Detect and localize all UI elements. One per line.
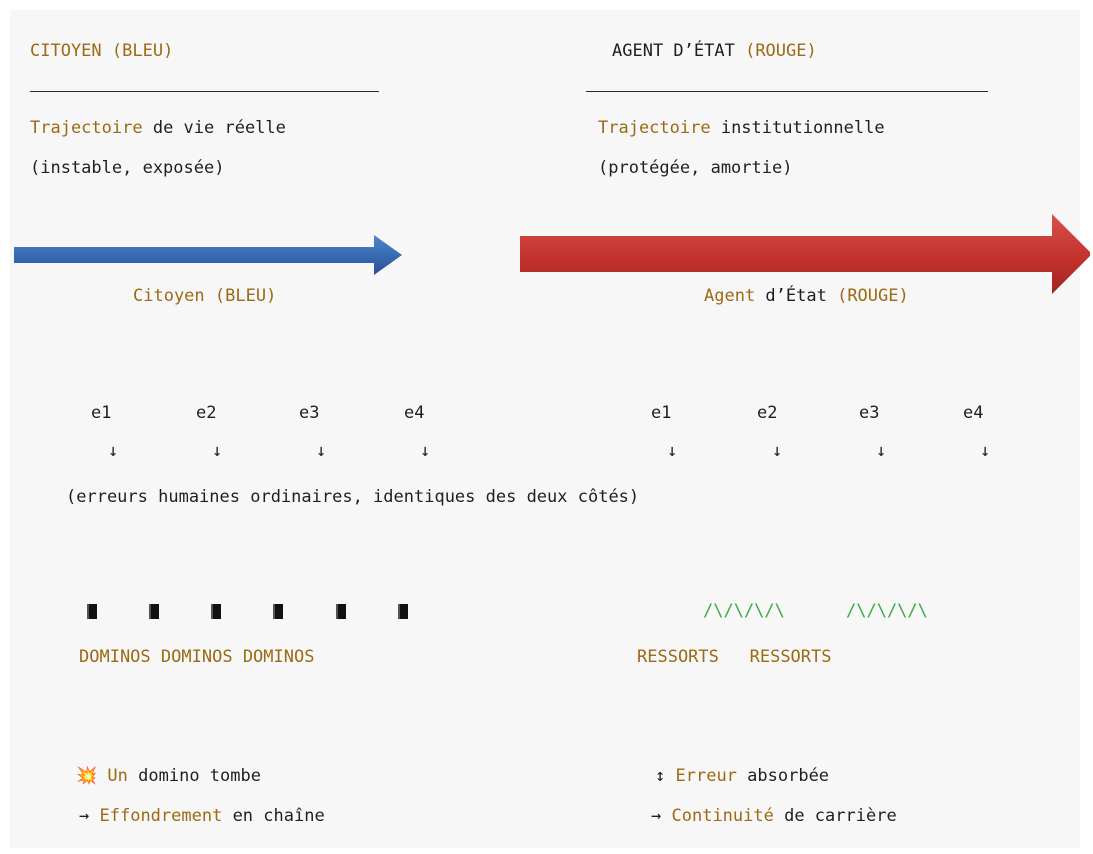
right-error-2: e2 xyxy=(757,403,778,423)
right-error-arrow-3: ↓ xyxy=(876,441,887,461)
domino-6 xyxy=(398,604,408,619)
explosion-icon: 💥 xyxy=(76,766,98,786)
right-error-1: e1 xyxy=(651,403,672,423)
left-header-rule xyxy=(30,91,379,92)
right-error-arrow-2: ↓ xyxy=(772,441,783,461)
middle-note: (erreurs humaines ordinaires, identiques… xyxy=(66,487,640,507)
left-error-arrow-1: ↓ xyxy=(108,441,119,461)
left-error-1: e1 xyxy=(91,403,112,423)
spring-2: /\/\/\/\ xyxy=(846,601,928,621)
right-arrow-icon: → xyxy=(79,806,90,826)
right-header-rule xyxy=(586,91,988,92)
left-header: CITOYEN (BLEU) xyxy=(30,41,174,61)
domino-5 xyxy=(336,604,346,619)
domino-3 xyxy=(211,604,221,619)
domino-1 xyxy=(87,604,97,619)
ressorts-labels: RESSORTS RESSORTS xyxy=(637,647,832,667)
up-down-arrow-icon: ↕ xyxy=(655,766,666,786)
spring-1: /\/\/\/\ xyxy=(703,601,785,621)
right-trajectory: Trajectoire institutionnelle xyxy=(598,118,885,138)
right-trajectory-desc: (protégée, amortie) xyxy=(598,158,793,178)
domino-2 xyxy=(149,604,159,619)
right-error-3: e3 xyxy=(859,403,880,423)
right-error-arrow-1: ↓ xyxy=(667,441,678,461)
left-trajectory: Trajectoire de vie réelle xyxy=(30,118,286,138)
left-error-3: e3 xyxy=(299,403,320,423)
right-outcome-2: → Continuité de carrière xyxy=(651,806,897,826)
blue-arrow xyxy=(14,235,402,275)
diagram-panel xyxy=(10,10,1080,848)
left-trajectory-desc: (instable, exposée) xyxy=(30,158,225,178)
left-error-arrow-3: ↓ xyxy=(316,441,327,461)
right-header: AGENT D’ÉTAT (ROUGE) xyxy=(612,41,817,61)
left-error-arrow-4: ↓ xyxy=(420,441,431,461)
red-arrow xyxy=(520,214,1090,294)
right-outcome-1: ↕ Erreur absorbée xyxy=(655,766,830,786)
right-arrow-icon: → xyxy=(651,806,662,826)
left-outcome-2: → Effondrement en chaîne xyxy=(79,806,325,826)
left-error-2: e2 xyxy=(196,403,217,423)
right-error-4: e4 xyxy=(963,403,984,423)
left-error-arrow-2: ↓ xyxy=(212,441,223,461)
left-error-4: e4 xyxy=(404,403,425,423)
left-outcome-1: 💥 Un domino tombe xyxy=(76,766,261,786)
blue-arrow-label: Citoyen (BLEU) xyxy=(133,286,277,306)
domino-4 xyxy=(273,604,283,619)
dominos-labels: DOMINOS DOMINOS DOMINOS xyxy=(79,647,315,667)
red-arrow-label: Agent d’État (ROUGE) xyxy=(704,286,909,306)
right-error-arrow-4: ↓ xyxy=(980,441,991,461)
